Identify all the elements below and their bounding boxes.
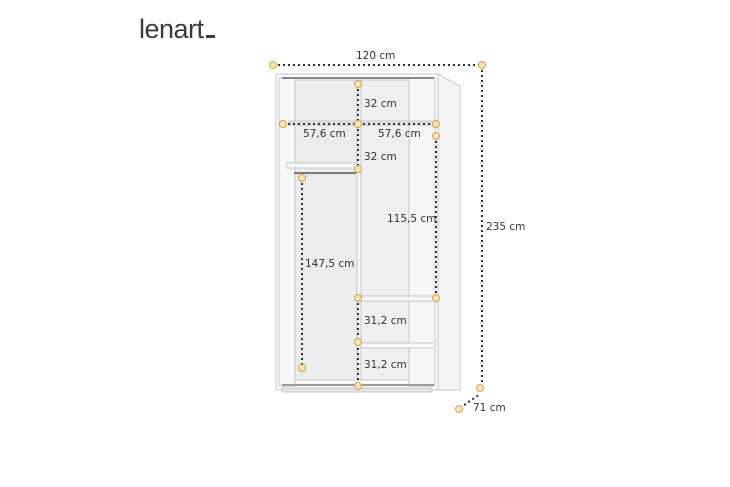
width-label: 120 cm <box>356 50 395 62</box>
left-hanging-space-label: 147,5 cm <box>305 258 354 270</box>
lower-shelf-1 <box>360 295 436 302</box>
dim-dot <box>432 294 440 302</box>
dim-dot <box>269 61 277 69</box>
right-hanging-space-label: 115,5 cm <box>387 213 436 225</box>
lower-shelf-2-label: 31,2 cm <box>364 359 407 371</box>
dim-dot <box>476 384 484 392</box>
dim-dot <box>478 61 486 69</box>
dimension-dots <box>269 61 486 413</box>
dim-dot <box>354 338 362 346</box>
dim-dot <box>354 120 362 128</box>
dim-dot <box>432 132 440 140</box>
dim-dot <box>279 120 287 128</box>
top-shelf-label: 32 cm <box>364 98 397 110</box>
brand-logo: lenart <box>139 14 215 45</box>
depth-dim-line <box>459 393 481 409</box>
cabinet-side-panel <box>437 73 461 391</box>
dim-dot <box>354 294 362 302</box>
right-compartment-width-label: 57,6 cm <box>378 128 421 140</box>
dimension-labels: 120 cm 235 cm 71 cm 32 cm 57,6 cm 57,6 c… <box>303 50 525 414</box>
depth-label: 71 cm <box>473 402 506 414</box>
dim-dot <box>354 80 362 88</box>
lower-shelf-1-label: 31,2 cm <box>364 315 407 327</box>
left-top-gap-label: 32 cm <box>364 151 397 163</box>
dim-dot <box>354 382 362 390</box>
height-label: 235 cm <box>486 221 525 233</box>
dim-dot <box>298 364 306 372</box>
dim-dot <box>354 165 362 173</box>
dim-dot <box>455 405 463 413</box>
brand-name: lenart <box>139 14 204 44</box>
left-hanging-shelf <box>286 162 361 169</box>
logo-underscore-mark <box>205 35 215 38</box>
dim-dot <box>432 120 440 128</box>
wardrobe-cabinet <box>275 73 461 393</box>
lower-shelf-2 <box>360 342 436 349</box>
dim-dot <box>298 174 306 182</box>
left-compartment-width-label: 57,6 cm <box>303 128 346 140</box>
